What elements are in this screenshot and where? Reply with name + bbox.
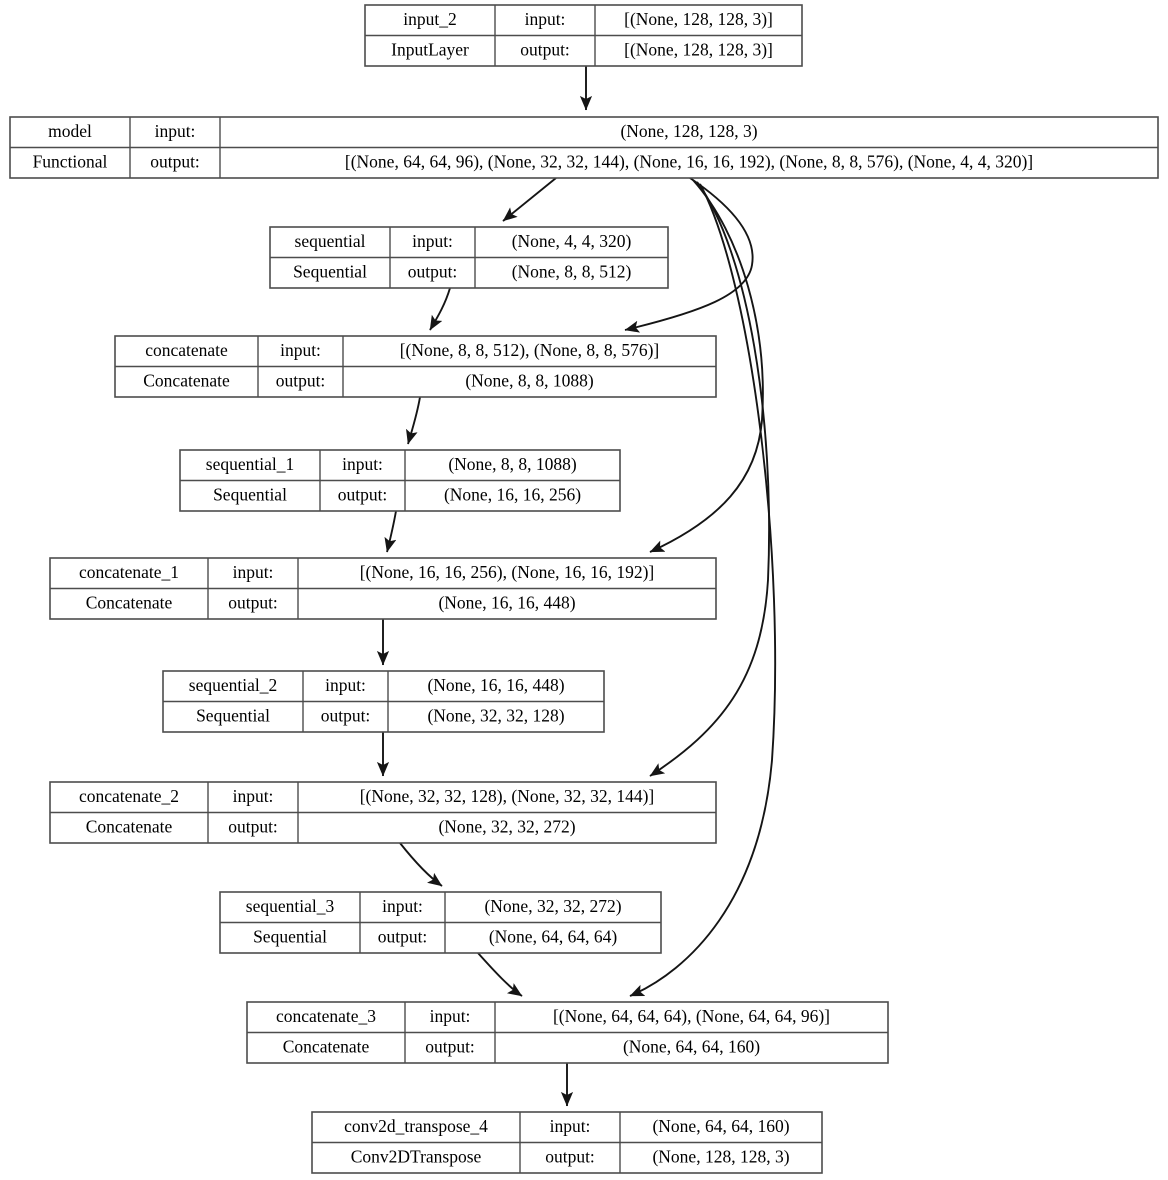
edge-concatenate_2-to-sequential_3 [399,842,443,887]
output-shape-value: (None, 64, 64, 160) [623,1036,760,1056]
input-shape-value: (None, 32, 32, 272) [484,896,621,916]
node-name: concatenate [145,340,228,360]
row-label-input: input: [342,454,383,474]
output-shape-value: (None, 64, 64, 64) [489,926,617,946]
output-shape-value: (None, 32, 32, 128) [427,705,564,725]
node-class: Concatenate [86,816,173,836]
row-label-input: input: [525,9,566,29]
node-name: sequential [295,231,366,251]
row-label-input: input: [280,340,321,360]
row-label-input: input: [155,121,196,141]
row-label-output: output: [378,926,428,946]
row-label-input: input: [382,896,423,916]
edge-sequential-to-concatenate [429,287,451,331]
node-name: concatenate_1 [79,562,179,582]
input-shape-value: (None, 16, 16, 448) [427,675,564,695]
row-label-output: output: [321,705,371,725]
input-shape-value: [(None, 64, 64, 64), (None, 64, 64, 96)] [553,1006,830,1026]
edge-sequential_1-to-concatenate_1 [384,510,397,553]
node-class: Concatenate [143,370,230,390]
output-shape-value: [(None, 128, 128, 3)] [624,39,773,59]
input-shape-value: (None, 128, 128, 3) [620,121,757,141]
node-name: input_2 [403,9,456,29]
output-shape-value: (None, 8, 8, 1088) [465,370,593,390]
node-name: sequential_2 [189,675,277,695]
edge-model-to-concatenate [624,177,754,333]
input-shape-value: [(None, 128, 128, 3)] [624,9,773,29]
node-class: Concatenate [283,1036,370,1056]
edge-model-to-concatenate_3 [629,183,777,997]
edge-model-to-concatenate_2 [649,181,771,777]
input-shape-value: [(None, 8, 8, 512), (None, 8, 8, 576)] [400,340,660,360]
output-shape-value: [(None, 64, 64, 96), (None, 32, 32, 144)… [345,151,1033,171]
output-shape-value: (None, 32, 32, 272) [438,816,575,836]
edges-layer [376,66,777,1107]
node-class: Sequential [253,926,327,946]
output-shape-value: (None, 16, 16, 448) [438,592,575,612]
row-label-input: input: [412,231,453,251]
node-class: Concatenate [86,592,173,612]
input-shape-value: (None, 4, 4, 320) [512,231,632,251]
row-label-input: input: [550,1116,591,1136]
row-label-output: output: [520,39,570,59]
node-name: concatenate_3 [276,1006,376,1026]
row-label-output: output: [338,484,388,504]
input-shape-value: (None, 64, 64, 160) [652,1116,789,1136]
row-label-output: output: [425,1036,475,1056]
input-shape-value: (None, 8, 8, 1088) [448,454,576,474]
row-label-output: output: [150,151,200,171]
row-label-output: output: [228,816,278,836]
node-class: InputLayer [391,39,469,59]
output-shape-value: (None, 8, 8, 512) [512,261,632,281]
row-label-output: output: [408,261,458,281]
node-class: Conv2DTranspose [351,1146,482,1166]
node-class: Sequential [196,705,270,725]
node-class: Sequential [213,484,287,504]
row-label-input: input: [430,1006,471,1026]
output-shape-value: (None, 128, 128, 3) [652,1146,789,1166]
row-label-input: input: [233,786,274,806]
node-name: model [48,121,92,141]
row-label-input: input: [233,562,274,582]
node-name: concatenate_2 [79,786,179,806]
output-shape-value: (None, 16, 16, 256) [444,484,581,504]
input-shape-value: [(None, 32, 32, 128), (None, 32, 32, 144… [360,786,655,806]
input-shape-value: [(None, 16, 16, 256), (None, 16, 16, 192… [360,562,655,582]
edge-sequential_3-to-concatenate_3 [477,952,523,997]
node-class: Sequential [293,261,367,281]
row-label-input: input: [325,675,366,695]
node-class: Functional [33,151,108,171]
edge-concatenate-to-sequential_1 [406,396,421,445]
node-name: conv2d_transpose_4 [344,1116,488,1136]
node-name: sequential_3 [246,896,335,916]
row-label-output: output: [228,592,278,612]
row-label-output: output: [276,370,326,390]
edge-model-to-sequential [502,177,557,222]
row-label-output: output: [545,1146,595,1166]
node-name: sequential_1 [206,454,294,474]
